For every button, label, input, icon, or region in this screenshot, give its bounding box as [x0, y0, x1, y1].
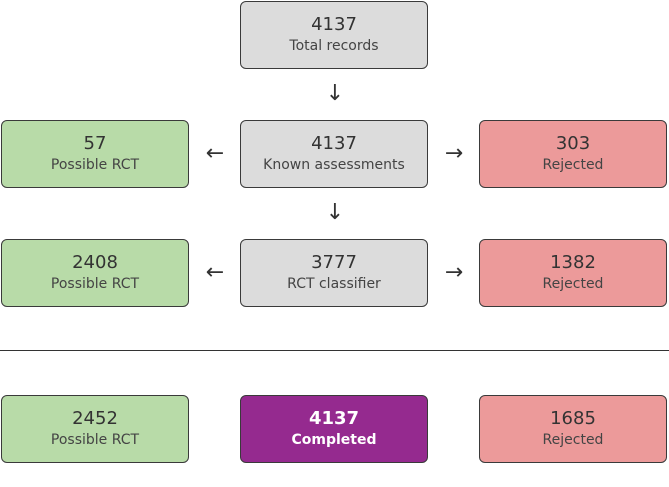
classifier-possible-rct-box: 2408 Possible RCT [1, 239, 189, 307]
summary-rejected-label: Rejected [542, 432, 604, 448]
arrow-down-icon: ↓ [325, 81, 345, 106]
classifier-rejected-box: 1382 Rejected [479, 239, 667, 307]
completed-label: Completed [291, 432, 377, 448]
arrow-left-icon: ← [205, 141, 225, 166]
completed-box: 4137 Completed [240, 395, 428, 463]
total-records-box: 4137 Total records [240, 1, 428, 69]
known-possible-rct-count: 57 [83, 133, 107, 154]
summary-rejected-count: 1685 [550, 408, 596, 429]
arrow-down-icon: ↓ [325, 200, 345, 225]
known-assessments-label: Known assessments [263, 157, 405, 173]
rct-classifier-count: 3777 [311, 252, 357, 273]
classifier-possible-rct-count: 2408 [72, 252, 118, 273]
known-rejected-label: Rejected [542, 157, 604, 173]
known-assessments-count: 4137 [311, 133, 357, 154]
known-possible-rct-box: 57 Possible RCT [1, 120, 189, 188]
summary-possible-rct-count: 2452 [72, 408, 118, 429]
rct-classifier-box: 3777 RCT classifier [240, 239, 428, 307]
known-rejected-box: 303 Rejected [479, 120, 667, 188]
summary-possible-rct-box: 2452 Possible RCT [1, 395, 189, 463]
arrow-left-icon: ← [205, 260, 225, 285]
total-records-label: Total records [289, 38, 379, 54]
classifier-rejected-count: 1382 [550, 252, 596, 273]
summary-possible-rct-label: Possible RCT [50, 432, 140, 448]
known-rejected-count: 303 [555, 133, 591, 154]
completed-count: 4137 [308, 408, 360, 429]
classifier-possible-rct-label: Possible RCT [50, 276, 140, 292]
known-assessments-box: 4137 Known assessments [240, 120, 428, 188]
known-possible-rct-label: Possible RCT [50, 157, 140, 173]
rct-classifier-label: RCT classifier [287, 276, 381, 292]
total-records-count: 4137 [311, 14, 357, 35]
classifier-rejected-label: Rejected [542, 276, 604, 292]
summary-rejected-box: 1685 Rejected [479, 395, 667, 463]
section-divider [0, 350, 669, 351]
arrow-right-icon: → [444, 141, 464, 166]
arrow-right-icon: → [444, 260, 464, 285]
